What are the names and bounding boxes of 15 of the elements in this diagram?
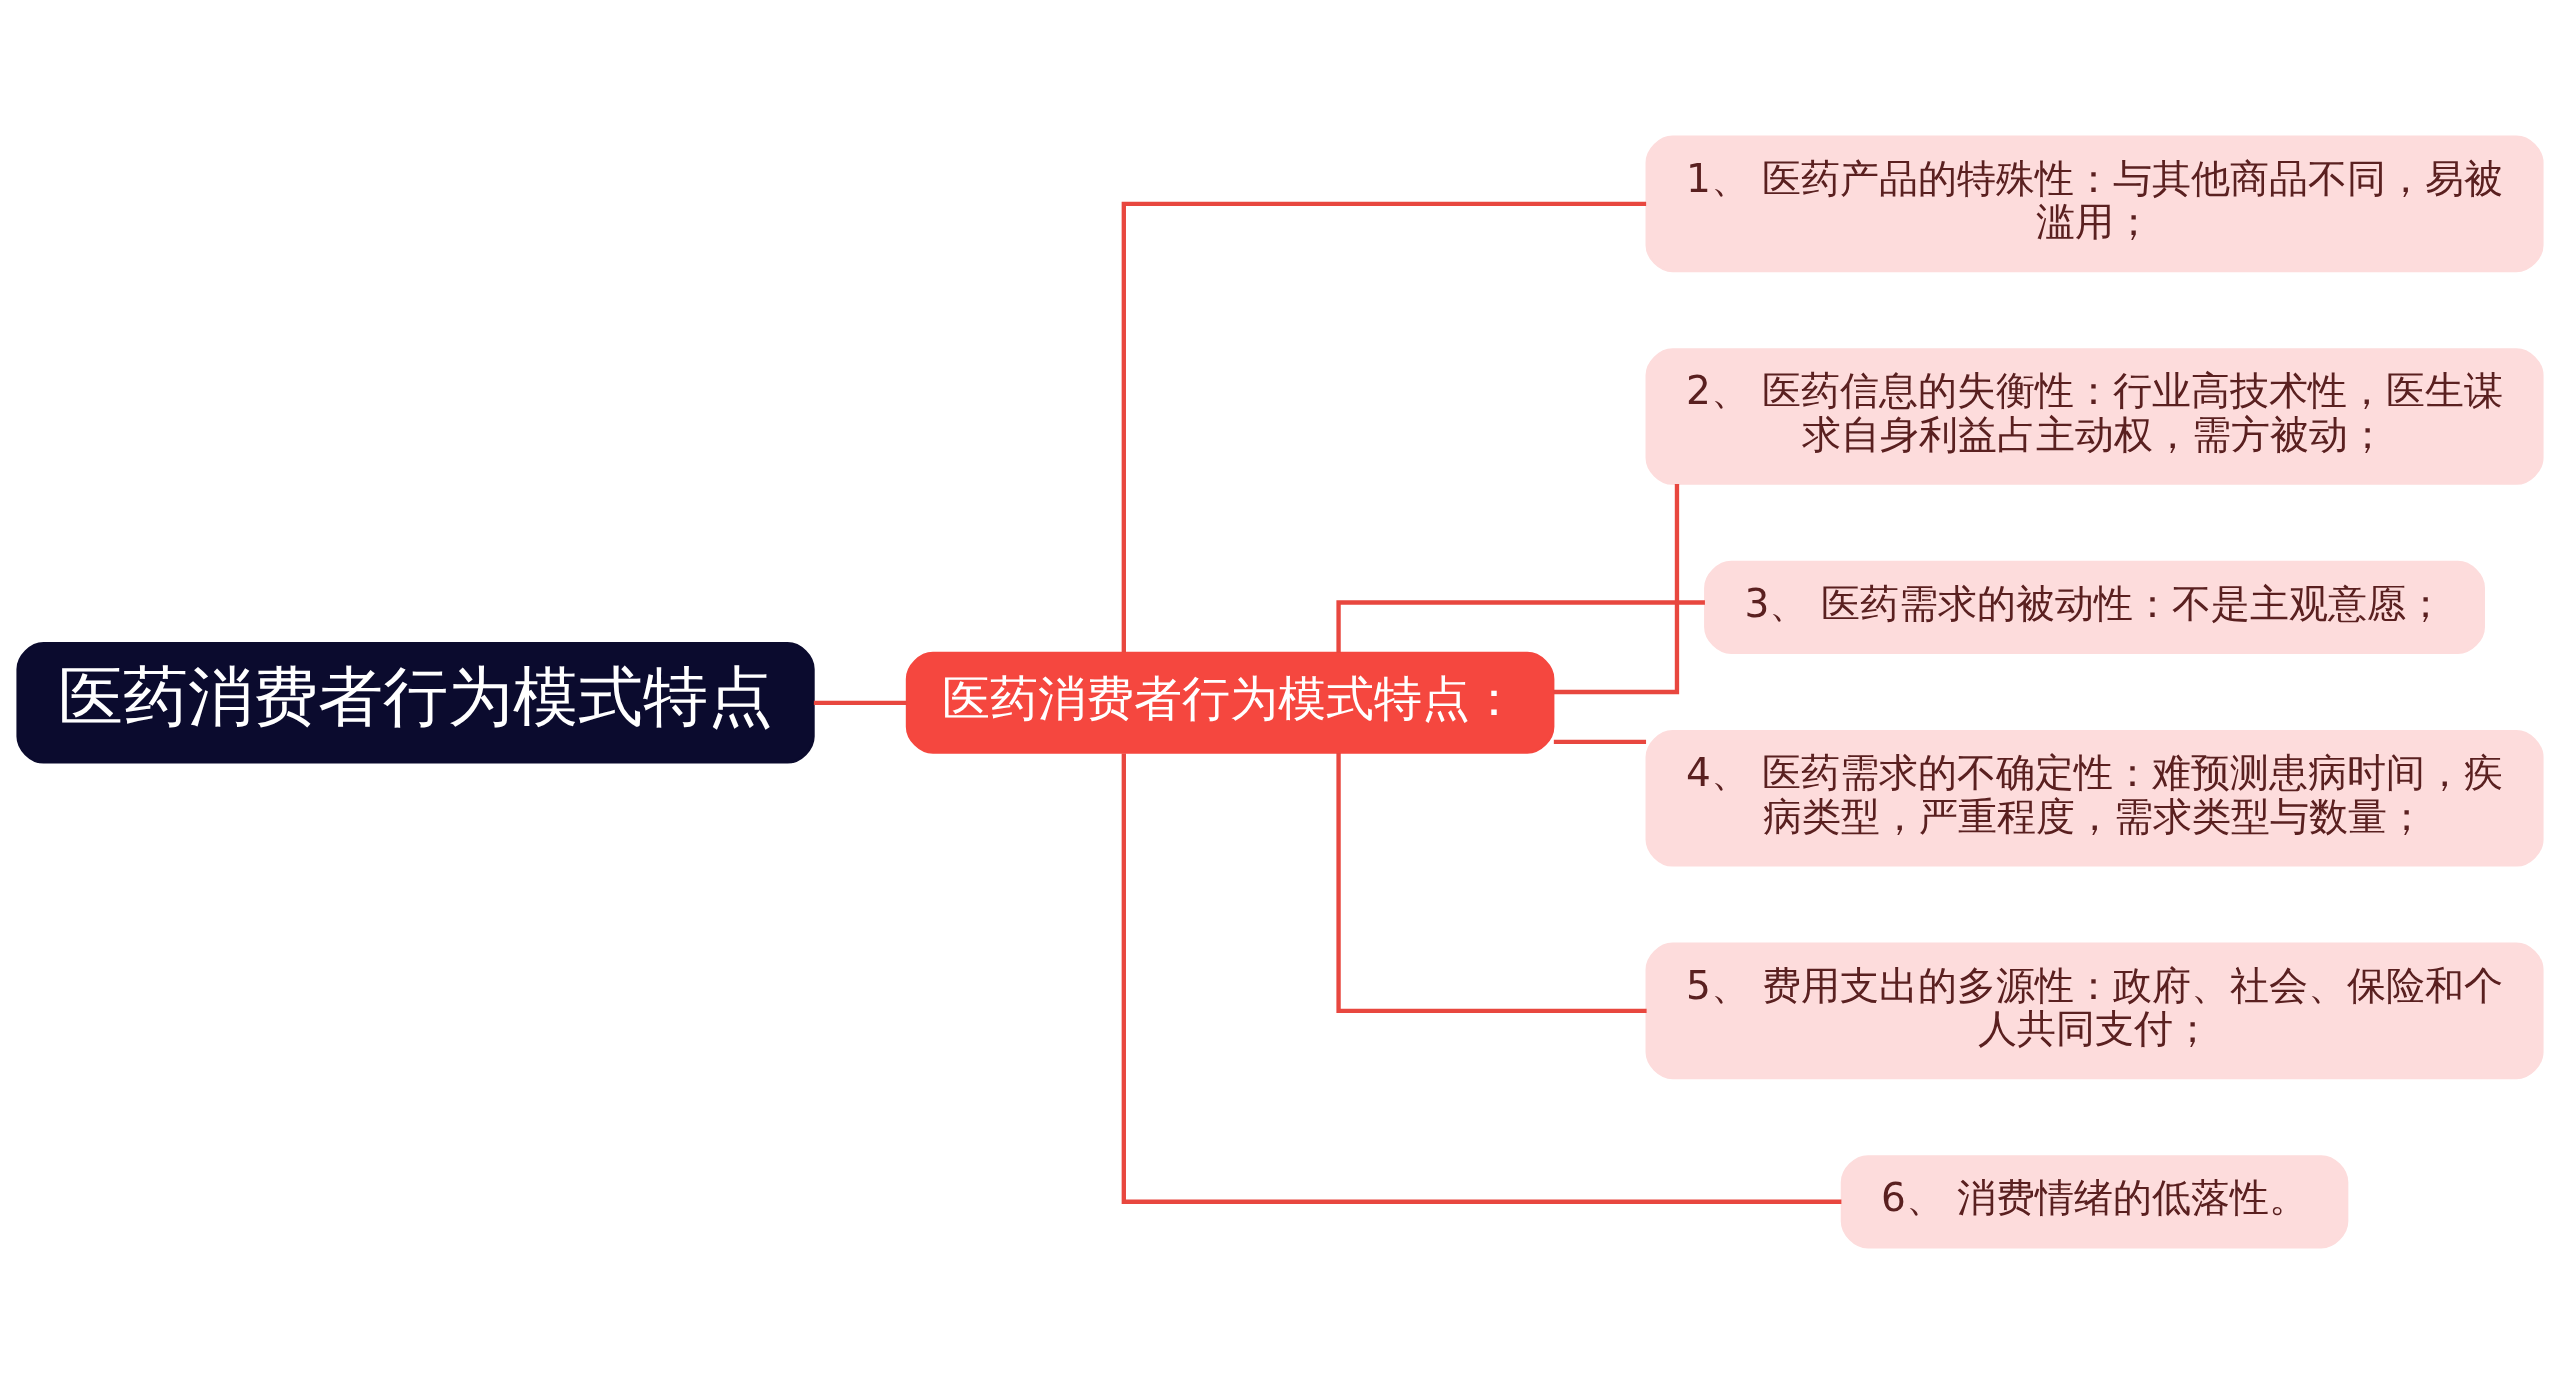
connector xyxy=(1553,739,1647,744)
node-box: 6、 消费情绪的低落性。 xyxy=(1840,1154,2349,1248)
node-box: 1、 医药产品的特殊性：与其他商品不同，易被滥用； xyxy=(1645,135,2544,272)
node-box: 2、 医药信息的失衡性：行业高技术性，医生谋求自身利益占主动权，需方被动； xyxy=(1645,347,2544,485)
node-box: 4、 医药需求的不确定性：难预测患病时间，疾病类型，严重程度，需求类型与数量； xyxy=(1645,729,2544,867)
connector xyxy=(813,700,907,705)
connector xyxy=(1336,752,1647,1013)
connector xyxy=(1553,483,1680,694)
node-box: 医药消费者行为模式特点 xyxy=(16,641,815,764)
connector xyxy=(1121,201,1647,652)
connector xyxy=(1336,599,1705,653)
node-box: 5、 费用支出的多源性：政府、社会、保险和个人共同支付； xyxy=(1645,942,2544,1079)
node-box: 医药消费者行为模式特点： xyxy=(905,651,1555,754)
node-box: 3、 医药需求的被动性：不是主观意愿； xyxy=(1704,560,2485,654)
connector xyxy=(1121,752,1842,1204)
